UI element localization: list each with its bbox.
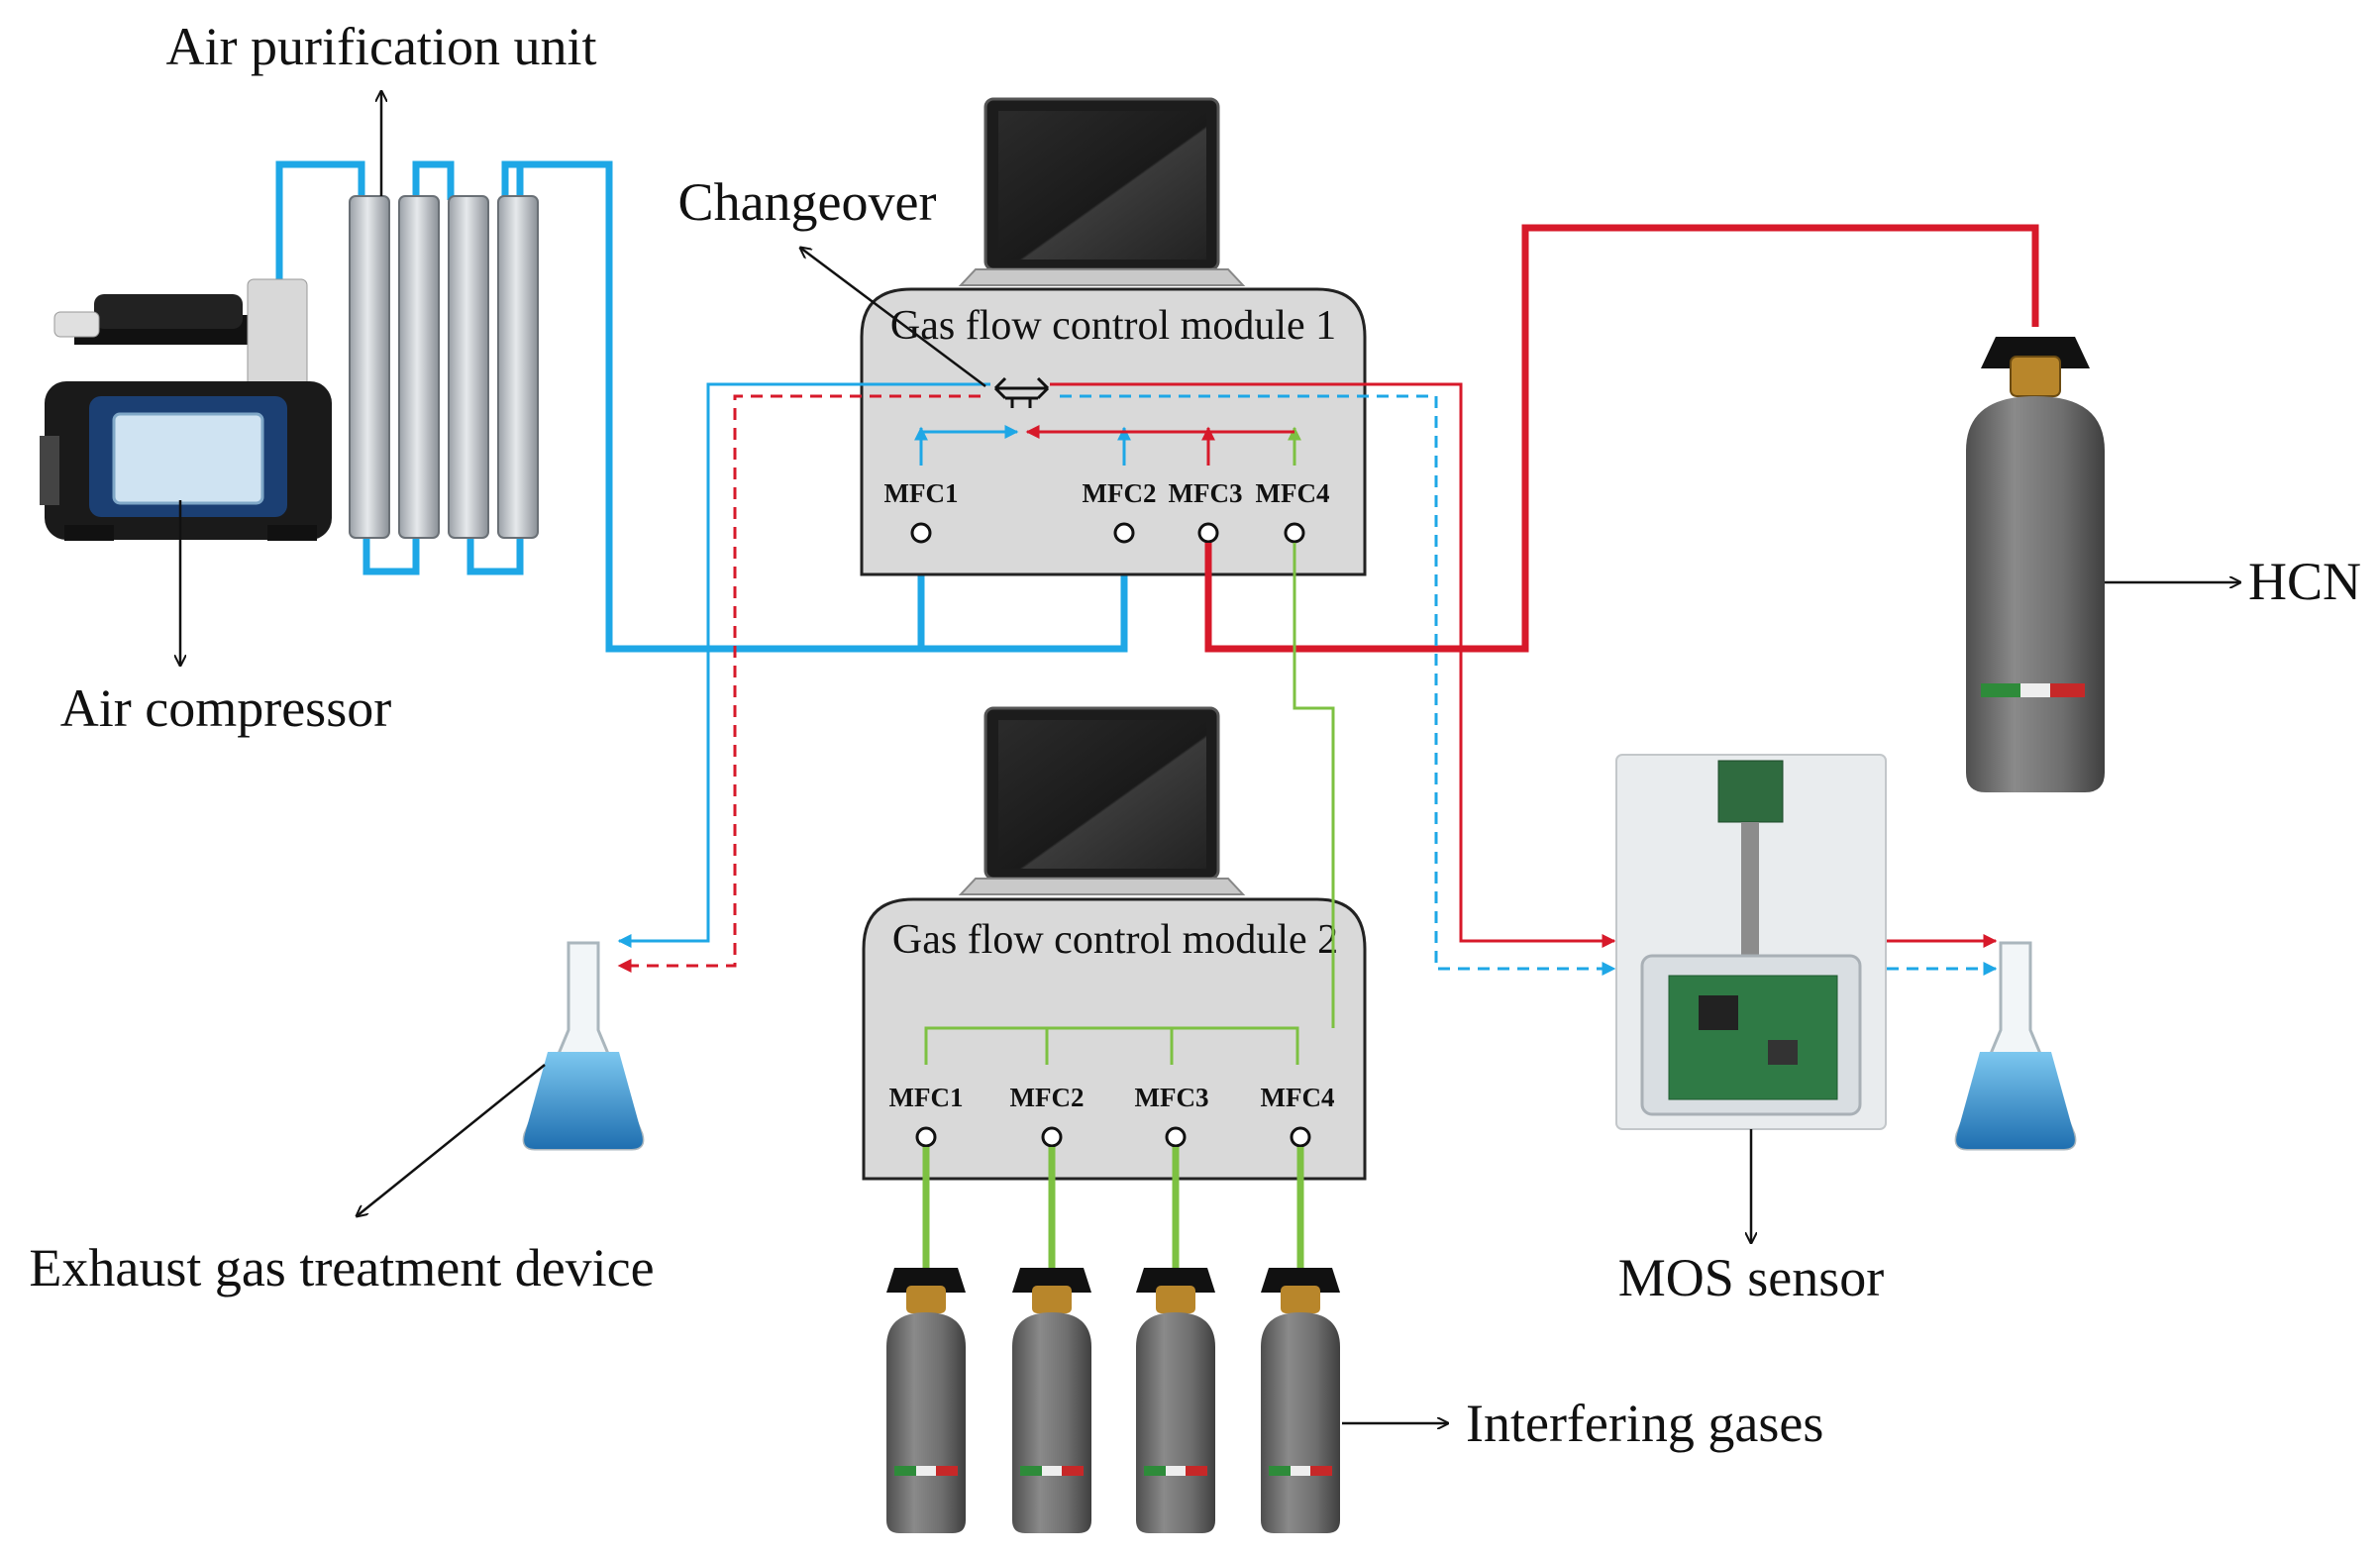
module-2-mfc3-label: MFC3: [1135, 1083, 1209, 1112]
module-1-mfc1-label: MFC1: [884, 478, 959, 508]
module-1-mfc2-port: [1113, 522, 1135, 544]
module-1-mfc4-label: MFC4: [1256, 478, 1330, 508]
module-2-mfc2-port: [1041, 1126, 1063, 1148]
module-2-title: Gas flow control module 2: [892, 917, 1338, 963]
air-compressor: [40, 278, 332, 541]
module-1-mfc4-port: [1284, 522, 1305, 544]
module-2-mfc3-port: [1165, 1126, 1187, 1148]
interfering-gas-cylinder: [1136, 1268, 1215, 1533]
exhaust-flask-right: [1954, 941, 2077, 1151]
module-1-mfc2-label: MFC2: [1083, 478, 1157, 508]
interfering-gas-cylinder: [886, 1268, 966, 1533]
interfering-gas-cylinder: [1261, 1268, 1340, 1533]
module-2-mfc1-port: [915, 1126, 937, 1148]
laptop-2: [958, 706, 1246, 895]
module-2-mfc1-label: MFC1: [889, 1083, 964, 1112]
label-hcn: HCN: [2248, 552, 2361, 611]
label-air-purification-unit: Air purification unit: [166, 17, 597, 76]
module-1-mfc3-label: MFC3: [1169, 478, 1243, 508]
module-1-mfc3-port: [1197, 522, 1219, 544]
exhaust-flask-left: [522, 941, 645, 1151]
label-air-compressor: Air compressor: [60, 678, 391, 738]
interfering-gas-cylinder: [1012, 1268, 1091, 1533]
gas-lines: [617, 224, 2039, 1273]
mos-sensor: [1615, 754, 1887, 1130]
module-2-mfc4-label: MFC4: [1261, 1083, 1335, 1112]
module-1-mfc1-port: [910, 522, 932, 544]
label-interfering-gases: Interfering gases: [1466, 1394, 1823, 1453]
laptop-1: [958, 97, 1246, 286]
gas-flow-control-module-2: Gas flow control module 2 MFC1 MFC2 MFC3…: [862, 897, 1367, 1181]
module-1-title: Gas flow control module 1: [890, 303, 1336, 349]
air-purification-unit: [275, 160, 1128, 653]
hcn-gas-cylinder: [1966, 337, 2105, 792]
label-mos-sensor: MOS sensor: [1618, 1248, 1885, 1307]
callout-arrows: [180, 91, 2240, 1423]
gas-flow-control-module-1: Gas flow control module 1 MFC1 MFC2 MFC3…: [860, 287, 1367, 576]
changeover-valve-icon: [993, 376, 1050, 408]
label-changeover: Changeover: [678, 172, 937, 232]
module-2-mfc2-label: MFC2: [1010, 1083, 1085, 1112]
interfering-gas-cylinders: [886, 1268, 1340, 1533]
module-2-mfc4-port: [1290, 1126, 1311, 1148]
label-exhaust-gas-treatment-device: Exhaust gas treatment device: [29, 1238, 654, 1298]
